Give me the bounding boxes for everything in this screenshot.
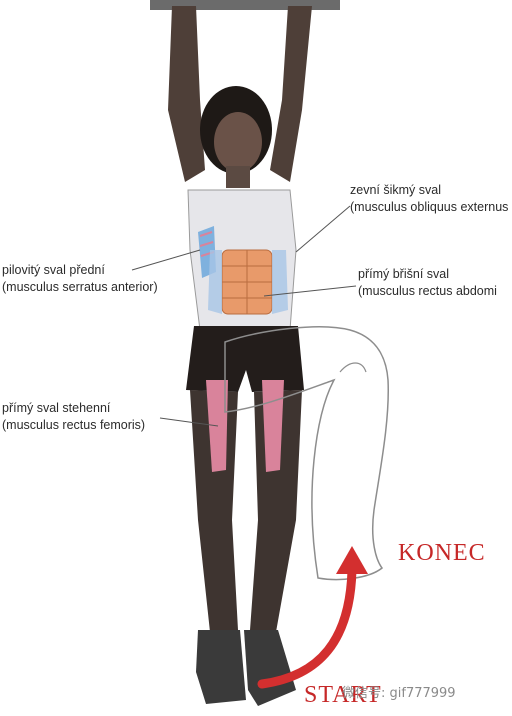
right-shoe — [244, 630, 296, 706]
abs-lines — [222, 250, 272, 314]
oblique-right — [272, 250, 288, 314]
phase-start-label: START — [304, 682, 382, 708]
label-serratus-name: pilovitý sval přední — [2, 263, 105, 277]
shorts — [186, 326, 304, 392]
leader-rectus-abdominis — [263, 285, 357, 297]
label-rectus-femoris: přímý sval stehenní (musculus rectus fem… — [2, 400, 145, 434]
leader-rectus-femoris — [159, 417, 219, 427]
left-arm — [168, 6, 205, 182]
leader-serratus — [131, 249, 201, 271]
label-obliques: zevní šikmý sval (musculus obliquus exte… — [350, 182, 508, 216]
label-serratus-latin: (musculus serratus anterior) — [2, 280, 158, 294]
neck — [226, 166, 250, 188]
right-leg — [250, 390, 302, 632]
raised-leg-outline — [224, 326, 390, 581]
label-rectus-femoris-name: přímý sval stehenní — [2, 401, 111, 415]
label-rectus-abdominis-name: přímý břišní sval — [358, 267, 449, 281]
label-rectus-abdominis: přímý břišní sval (musculus rectus abdom… — [358, 266, 497, 300]
label-obliques-name: zevní šikmý sval — [350, 183, 441, 197]
label-rectus-abdominis-latin: (musculus rectus abdomi — [358, 284, 497, 298]
label-serratus: pilovitý sval přední (musculus serratus … — [2, 262, 158, 296]
oblique-left — [208, 250, 222, 314]
head — [214, 112, 262, 172]
left-shoe — [196, 630, 246, 704]
leader-obliques — [295, 205, 351, 253]
raised-leg-knee-line — [339, 362, 367, 373]
movement-arrow — [257, 565, 357, 689]
label-obliques-latin: (musculus obliquus externus — [350, 200, 509, 214]
label-rectus-femoris-latin: (musculus rectus femoris) — [2, 418, 146, 432]
watermark-text: 微信号: gif777999 — [342, 686, 456, 701]
right-arm — [270, 6, 312, 182]
phase-end-label: KONEC — [398, 540, 486, 566]
pullup-bar — [150, 0, 340, 10]
arrow-head — [336, 546, 368, 574]
